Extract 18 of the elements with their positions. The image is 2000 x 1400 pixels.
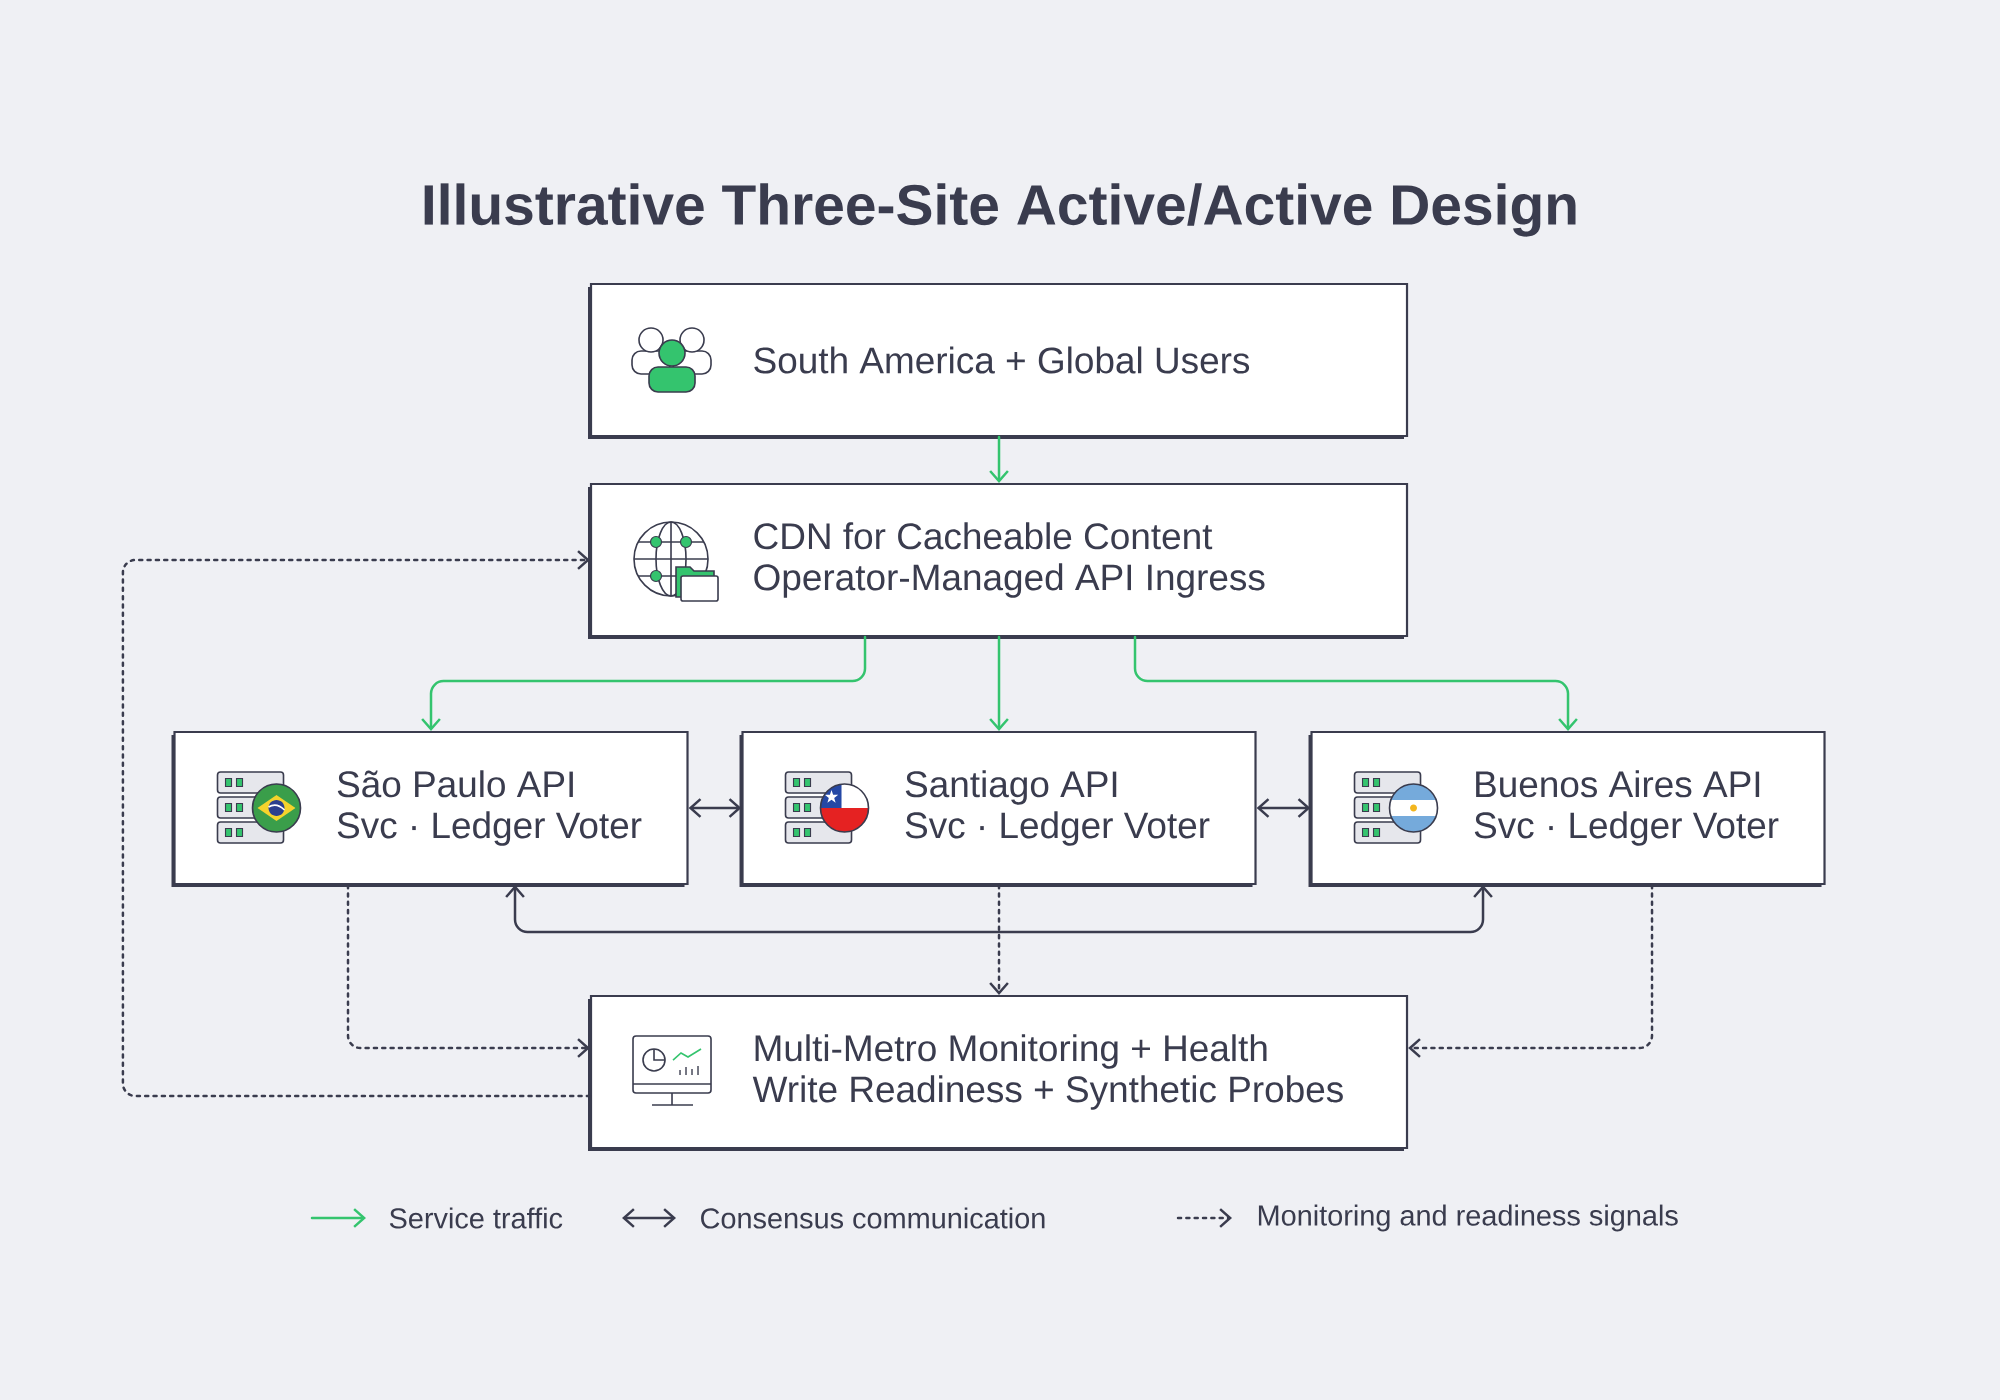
process-box: South America + Global Users — [588, 282, 1409, 439]
arrow — [421, 635, 867, 731]
process-box: CDN for Cacheable Content Operator-Managed API Ingress — [588, 482, 1409, 639]
process-box: São Paulo API Svc · Ledger Voter — [171, 730, 689, 887]
double-arrow — [1256, 798, 1311, 818]
arrow — [989, 635, 1009, 731]
legend-label: Monitoring and readiness signals — [1258, 1204, 1678, 1232]
title: Illustrative Three-Site Active/Active Design — [424, 183, 1576, 237]
arrow — [989, 435, 1009, 483]
double-arrow — [505, 885, 1493, 934]
process-box: Santiago API Svc · Ledger Voter — [739, 730, 1257, 887]
double-arrow — [688, 798, 742, 818]
process-box: Buenos Aires API Svc · Ledger Voter — [1308, 730, 1826, 887]
legend-label: Consensus communication — [701, 1207, 1045, 1229]
legend-label: Service traffic — [389, 1207, 563, 1229]
process-box: Multi-Metro Monitoring + Health Write Readiness + Synthetic Probes — [588, 994, 1409, 1151]
arrow — [1133, 635, 1578, 731]
arrow — [989, 883, 1009, 995]
